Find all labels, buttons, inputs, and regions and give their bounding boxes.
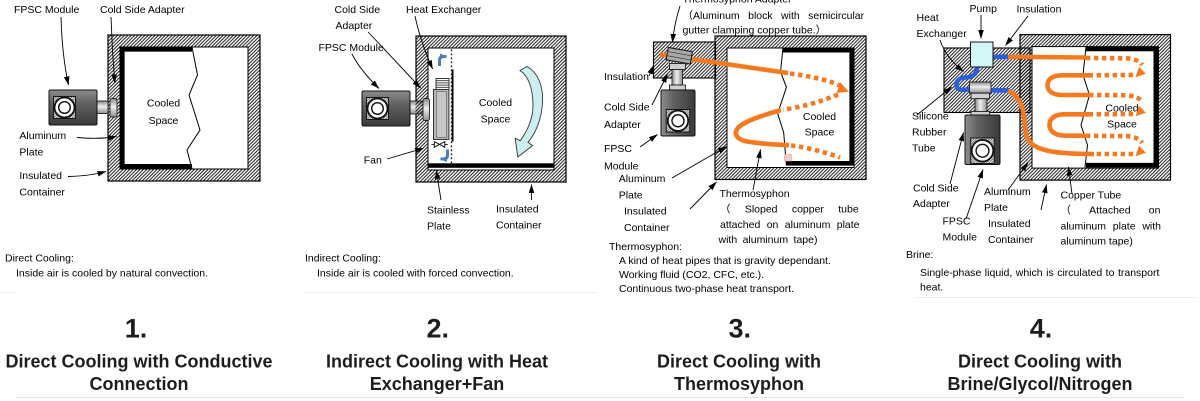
svg-text:Pump: Pump bbox=[970, 3, 998, 15]
svg-text:4.: 4. bbox=[1030, 314, 1053, 344]
svg-text:Rubber: Rubber bbox=[912, 127, 947, 139]
svg-text:Cooled: Cooled bbox=[803, 111, 836, 123]
svg-text:Brine/Glycol/Nitrogen: Brine/Glycol/Nitrogen bbox=[947, 374, 1132, 394]
svg-text:Aluminum: Aluminum bbox=[19, 130, 66, 142]
svg-text:Tube: Tube bbox=[912, 143, 936, 155]
svg-text:Direct Cooling with: Direct Cooling with bbox=[657, 351, 821, 371]
svg-text:Inside air is cooled with forc: Inside air is cooled with forced convect… bbox=[317, 268, 514, 280]
svg-text:Cooled: Cooled bbox=[479, 97, 512, 109]
svg-text:Space: Space bbox=[481, 114, 511, 126]
svg-text:Brine:: Brine: bbox=[906, 249, 933, 261]
svg-text:Module: Module bbox=[604, 161, 639, 173]
svg-text:A kind of heat pipes that is g: A kind of heat pipes that is gravity dep… bbox=[619, 255, 831, 267]
svg-text:Heat Exchanger: Heat Exchanger bbox=[406, 4, 482, 16]
svg-text:（Aluminum block with semicircu: （Aluminum block with semicircular bbox=[683, 10, 865, 22]
svg-text:aluminum tape): aluminum tape) bbox=[1061, 235, 1133, 247]
svg-text:Direct Cooling with: Direct Cooling with bbox=[958, 351, 1122, 371]
svg-text:Plate: Plate bbox=[984, 202, 1008, 214]
svg-text:Space: Space bbox=[805, 127, 835, 139]
svg-text:Exchanger: Exchanger bbox=[917, 28, 968, 40]
svg-text:Adapter: Adapter bbox=[604, 119, 641, 131]
svg-text:Silicone: Silicone bbox=[912, 111, 949, 123]
svg-text:gutter clamping copper tube.）: gutter clamping copper tube.） bbox=[683, 25, 827, 37]
svg-text:Insulation: Insulation bbox=[604, 71, 649, 83]
svg-text:Cold Side: Cold Side bbox=[913, 183, 959, 195]
svg-text:Insulated: Insulated bbox=[496, 203, 539, 215]
svg-text:Inside air is cooled by natura: Inside air is cooled by natural convecti… bbox=[16, 268, 208, 280]
svg-text:Adapter: Adapter bbox=[336, 20, 373, 32]
svg-text:Container: Container bbox=[496, 220, 542, 232]
svg-text:Adapter: Adapter bbox=[913, 198, 950, 210]
svg-text:Insulated: Insulated bbox=[19, 170, 62, 182]
svg-text:aluminum plate with: aluminum plate with bbox=[1061, 220, 1162, 232]
svg-text:Single-phase liquid, which is: Single-phase liquid, which is circulated… bbox=[920, 267, 1159, 279]
svg-text:with aluminum tape): with aluminum tape) bbox=[718, 234, 818, 246]
svg-text:Aluminum: Aluminum bbox=[984, 186, 1031, 198]
svg-text:Thermosyphon: Thermosyphon bbox=[720, 188, 790, 200]
svg-text:heat.: heat. bbox=[920, 282, 943, 294]
svg-text:Stainless: Stainless bbox=[427, 205, 470, 217]
svg-text:2.: 2. bbox=[427, 314, 450, 344]
svg-text:Fan: Fan bbox=[364, 155, 382, 167]
svg-text:Space: Space bbox=[149, 115, 179, 127]
svg-text:Plate: Plate bbox=[619, 190, 643, 202]
svg-text:1.: 1. bbox=[125, 314, 148, 344]
svg-text:Thermosyphon: Thermosyphon bbox=[674, 374, 804, 394]
svg-text:FPSC: FPSC bbox=[604, 143, 632, 155]
svg-text:3.: 3. bbox=[729, 314, 752, 344]
svg-text:Container: Container bbox=[988, 234, 1034, 246]
svg-text:FPSC Module: FPSC Module bbox=[14, 4, 80, 16]
svg-text:FPSC: FPSC bbox=[943, 216, 971, 228]
svg-text:attached on aluminum plate: attached on aluminum plate bbox=[720, 219, 860, 231]
svg-text:Plate: Plate bbox=[19, 146, 43, 158]
svg-text:Space: Space bbox=[1107, 119, 1137, 131]
svg-text:Cold Side: Cold Side bbox=[335, 4, 381, 16]
svg-text:Insulated: Insulated bbox=[988, 218, 1031, 230]
svg-text:Exchanger+Fan: Exchanger+Fan bbox=[370, 374, 505, 394]
svg-text:Module: Module bbox=[943, 232, 978, 244]
svg-text:Cooled: Cooled bbox=[1105, 103, 1138, 115]
svg-text:Connection: Connection bbox=[90, 374, 189, 394]
svg-text:Copper Tube: Copper Tube bbox=[1061, 190, 1122, 202]
svg-text:Indirect Cooling with Heat: Indirect Cooling with Heat bbox=[326, 351, 548, 371]
svg-text:Cold Side Adapter: Cold Side Adapter bbox=[100, 4, 185, 16]
svg-text:Thermosyphon:: Thermosyphon: bbox=[609, 241, 682, 253]
svg-text:Indirect Cooling:: Indirect Cooling: bbox=[305, 253, 381, 265]
svg-text:Cooled: Cooled bbox=[147, 98, 180, 110]
svg-text:Container: Container bbox=[19, 187, 65, 199]
svg-text:Cold Side: Cold Side bbox=[604, 102, 650, 114]
svg-text:Continuous two-phase heat tran: Continuous two-phase heat transport. bbox=[619, 283, 794, 295]
svg-text:Plate: Plate bbox=[427, 221, 451, 233]
svg-text:Aluminum: Aluminum bbox=[619, 173, 666, 185]
svg-text:Thermosyphon Adapter: Thermosyphon Adapter bbox=[683, 0, 793, 6]
svg-text:Heat: Heat bbox=[917, 12, 939, 24]
svg-text:Direct Cooling with Conductive: Direct Cooling with Conductive bbox=[5, 351, 272, 371]
svg-text:Direct Cooling:: Direct Cooling: bbox=[5, 253, 74, 265]
svg-text:（ Sloped copper tube: （ Sloped copper tube bbox=[720, 204, 859, 216]
svg-text:Working fluid (CO2, CFC, etc.): Working fluid (CO2, CFC, etc.). bbox=[619, 269, 764, 281]
svg-text:Container: Container bbox=[624, 222, 670, 234]
svg-text:Insulation: Insulation bbox=[1017, 4, 1062, 16]
svg-text:（ Attached on: （ Attached on bbox=[1061, 205, 1161, 217]
svg-text:Insulated: Insulated bbox=[624, 206, 667, 218]
svg-text:FPSC Module: FPSC Module bbox=[319, 42, 385, 54]
